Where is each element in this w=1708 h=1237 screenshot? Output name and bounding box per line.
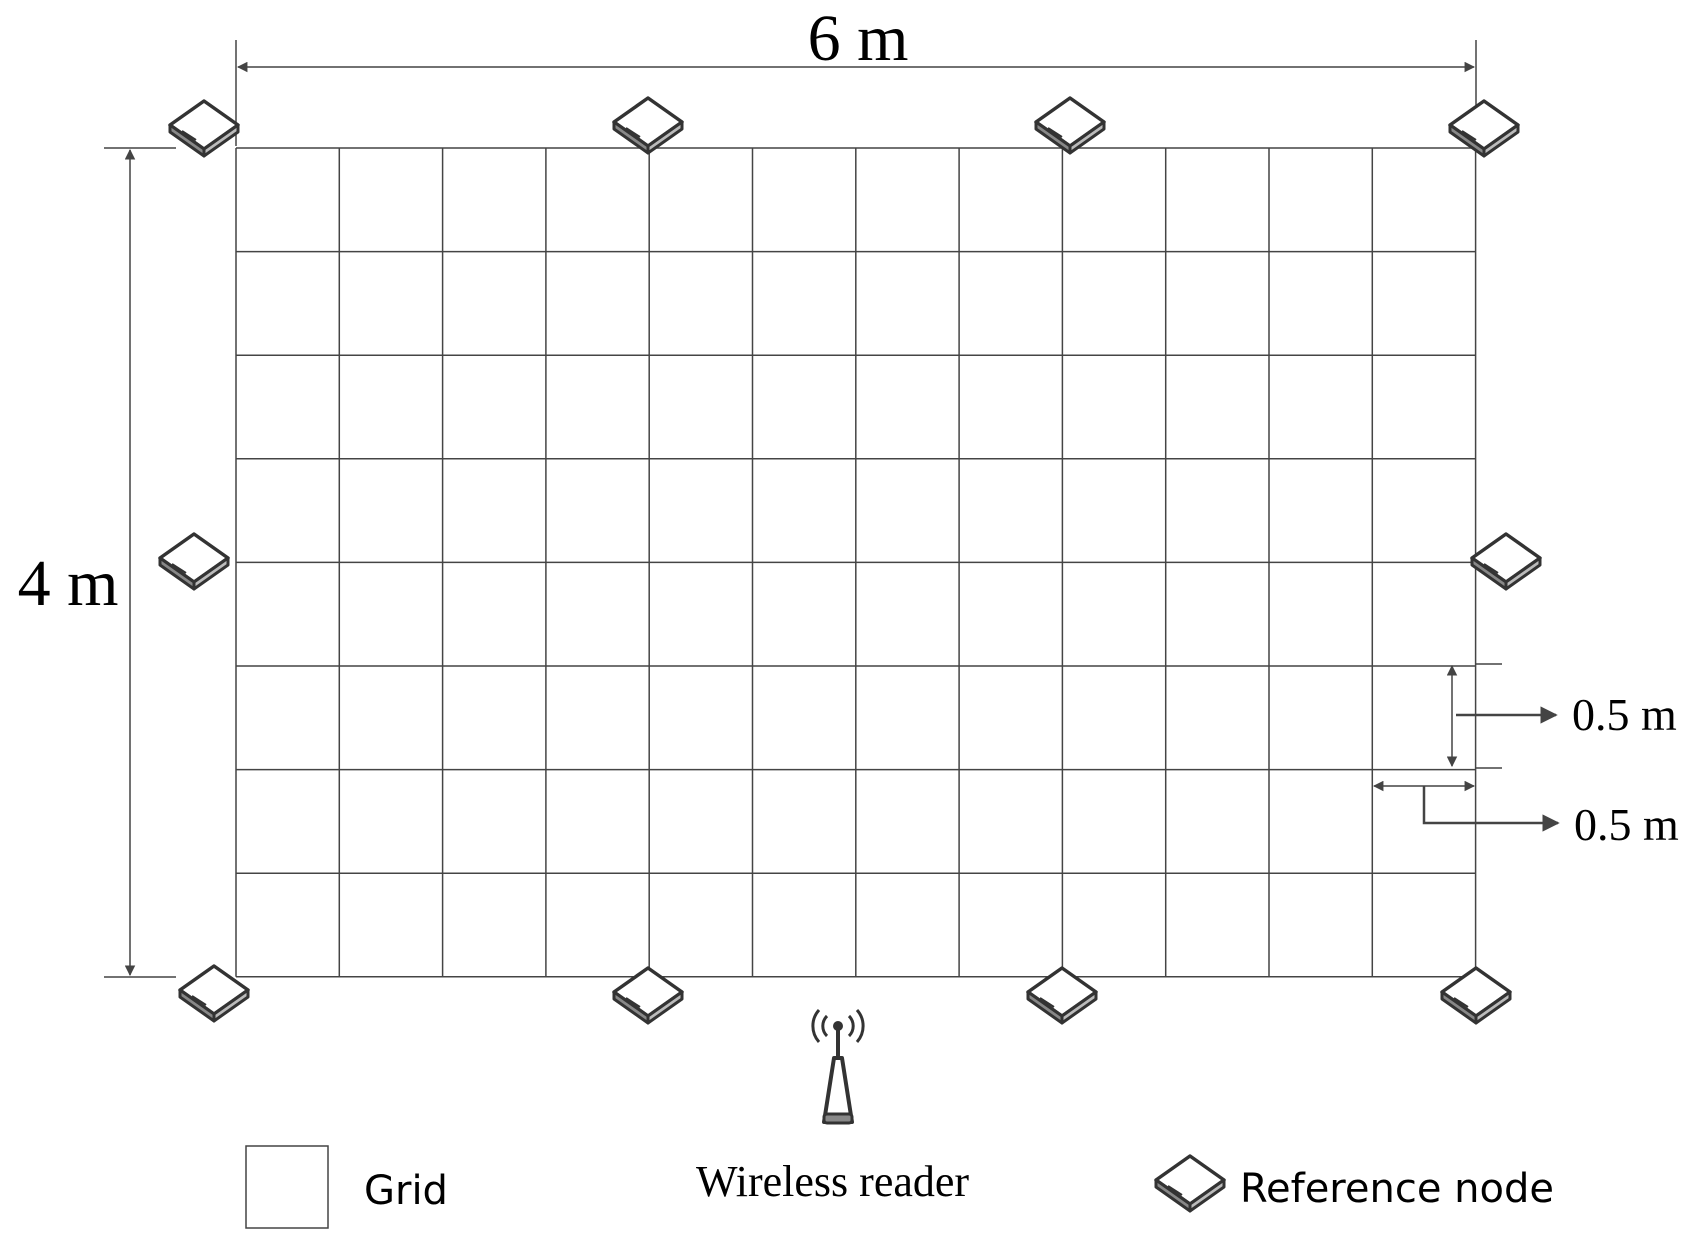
reference-node-icon (612, 96, 684, 155)
cell-height-annotation: 0.5 m (1446, 663, 1677, 769)
cell-width-label: 0.5 m (1574, 799, 1679, 850)
reference-node-icon (158, 532, 230, 591)
height-label: 4 m (18, 547, 119, 620)
width-dimension: 6 m (235, 2, 1477, 146)
height-dimension: 4 m (18, 147, 176, 978)
reference-node-icon (1154, 1154, 1226, 1213)
reference-node-icon (1034, 96, 1106, 155)
legend: Grid Wireless reader Reference node (245, 1145, 1554, 1229)
measurement-grid (235, 147, 1477, 978)
reference-node-icon (168, 99, 240, 158)
wireless-reader-icon (811, 1009, 865, 1125)
legend-grid-swatch (245, 1145, 329, 1229)
cell-width-annotation: 0.5 m (1372, 780, 1679, 850)
legend-node-label: Reference node (1240, 1166, 1554, 1212)
reference-node-icon (178, 964, 250, 1023)
width-label: 6 m (808, 2, 909, 75)
reference-node-icon (1470, 532, 1542, 591)
cell-height-label: 0.5 m (1572, 689, 1677, 740)
legend-reader-label: Wireless reader (696, 1157, 969, 1206)
legend-grid-label: Grid (364, 1168, 448, 1214)
reference-nodes (158, 96, 1542, 1025)
